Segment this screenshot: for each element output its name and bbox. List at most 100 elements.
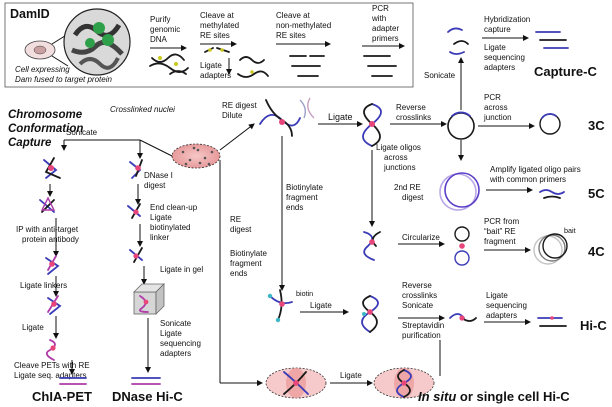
- re-digest-label: RE digest: [222, 101, 257, 110]
- chia-cleave-line2: Ligate seq. adapters: [14, 371, 87, 380]
- damid-step4-line1: PCR: [372, 4, 389, 13]
- dnase-gel: Ligate in gel: [160, 265, 203, 274]
- hic-biot-left-1: Biotinylate: [230, 249, 267, 258]
- hic-step-5: purification: [402, 331, 441, 340]
- damid-step3-line3: RE sites: [276, 31, 306, 40]
- hic-steps2-2: sequencing: [486, 301, 527, 310]
- hic-biot-left-3: ends: [230, 269, 247, 278]
- hic-label: Hi-C: [580, 318, 607, 333]
- damid-step1-line2: genomic: [150, 25, 180, 34]
- hic-ligate: Ligate: [310, 301, 332, 310]
- insitu-label: In situ or single cell Hi-C: [418, 389, 570, 404]
- sonicate2-label: Sonicate: [424, 71, 456, 80]
- hic-re-2: digest: [230, 225, 252, 234]
- insitu-nucleus-before: [265, 367, 327, 399]
- dnase-digest-line1: DNase I: [144, 171, 173, 180]
- c4-bait: bait: [564, 226, 576, 235]
- dnase-cleanup-line2: Ligate: [150, 213, 172, 222]
- ccc-title-1: Chromosome: [8, 109, 83, 121]
- dnase-sonicate-line3: sequencing: [160, 339, 201, 348]
- chia-pet-label: ChIA-PET: [32, 389, 92, 404]
- hic-steps2-1: Ligate: [486, 291, 508, 300]
- c5-label: 5C: [588, 186, 605, 201]
- damid-step3-line2: non-methylated: [276, 21, 331, 30]
- dnase-hic-label: DNase Hi-C: [112, 389, 183, 404]
- c3-step-1: PCR: [484, 93, 501, 102]
- chia-ip-line2: protein antibody: [22, 235, 79, 244]
- crosslinked-nuclei-icon: [171, 143, 221, 169]
- dnase-sonicate-line4: adapters: [160, 349, 191, 358]
- ccc-title-3: Capture: [8, 137, 52, 149]
- hic-biot-mid-3: ends: [286, 203, 303, 212]
- insitu-ligate: Ligate: [340, 371, 362, 380]
- c4-pcr-3: fragment: [484, 237, 516, 246]
- c4-label: 4C: [588, 244, 605, 259]
- c3-step-2: across: [484, 103, 508, 112]
- chia-cleave-line1: Cleave PETs with RE: [14, 361, 90, 370]
- hic-steps2-3: adapters: [486, 311, 517, 320]
- hic-biot-left-2: fragment: [230, 259, 262, 268]
- capture-c-label: Capture-C: [534, 64, 597, 79]
- dnase-digest-line2: digest: [144, 181, 166, 190]
- c4-re2-1: 2nd RE: [394, 183, 421, 192]
- c5-left-1: Ligate oligos: [376, 143, 421, 152]
- damid-step3-line1: Cleave at: [276, 11, 311, 20]
- chia-ip-line1: IP with anti-target: [16, 225, 79, 234]
- hic-biot-mid-1: Biotinylate: [286, 183, 323, 192]
- c5-left-2: across: [384, 153, 408, 162]
- damid-panel: [4, 2, 414, 88]
- reverse-line1: Reverse: [396, 103, 426, 112]
- damid-step4-line3: adapter: [372, 24, 399, 33]
- hic-step-2: crosslinks: [402, 291, 437, 300]
- hic-biot-mid-2: fragment: [286, 193, 318, 202]
- c4-re2-2: digest: [402, 193, 424, 202]
- damid-cell-caption-2: Dam fused to target protein: [15, 75, 112, 84]
- sonicate-label: Sonicate: [66, 128, 98, 137]
- reverse-line2: crosslinks: [396, 113, 431, 122]
- damid-step1-line1: Purify: [150, 15, 170, 24]
- c4-pcr-1: PCR from: [484, 217, 519, 226]
- circular-product-icon: [447, 112, 475, 140]
- dilute-label: Dilute: [222, 111, 243, 120]
- hic-step-3: Sonicate: [402, 301, 434, 310]
- dnase-cleanup-line1: End clean-up: [150, 203, 198, 212]
- damid-cell-caption-1: Cell expressing: [15, 65, 70, 74]
- chia-ligate: Ligate: [22, 323, 44, 332]
- capturec-step-3: Ligate: [484, 43, 506, 52]
- damid-step4-line2: with: [371, 14, 386, 23]
- damid-title: DamID: [10, 7, 50, 21]
- c3-step-3: junction: [483, 113, 512, 122]
- capturec-step-1: Hybridization: [484, 15, 530, 24]
- hic-step-1: Reverse: [402, 281, 432, 290]
- chia-linkers: Ligate linkers: [20, 281, 67, 290]
- hic-step-4: Streptavidin: [402, 321, 444, 330]
- insitu-nucleus-after: [373, 367, 435, 399]
- capturec-step-2: capture: [484, 25, 511, 34]
- damid-step2b-line1: Ligate: [200, 61, 222, 70]
- c5-right-2: with common primers: [489, 175, 566, 184]
- c5-right-1: Amplify ligated oligo pairs: [490, 165, 581, 174]
- dnase-sonicate-line1: Sonicate: [160, 319, 192, 328]
- c4-circularize: Circularize: [402, 233, 440, 242]
- capturec-step-4: sequencing: [484, 53, 525, 62]
- dnase-cleanup-line4: linker: [150, 233, 169, 242]
- capturec-step-5: adapters: [484, 63, 515, 72]
- c4-pcr-2: “bait” RE: [484, 227, 516, 236]
- dnase-sonicate-line2: Ligate: [160, 329, 182, 338]
- ligate-label: Ligate: [328, 112, 353, 122]
- hic-biotin: biotin: [296, 289, 313, 298]
- crosslinked-nuclei-label: Crosslinked nuclei: [110, 105, 175, 114]
- damid-step2-line1: Cleave at: [200, 11, 235, 20]
- damid-step4-line4: primers: [372, 34, 399, 43]
- c5-left-3: junctions: [383, 163, 416, 172]
- gel-cube-icon: [133, 283, 165, 315]
- damid-step2-line2: methylated: [200, 21, 239, 30]
- damid-step1-line3: DNA: [150, 35, 168, 44]
- damid-step2b-line2: adapters: [200, 71, 231, 80]
- damid-step2-line3: RE sites: [200, 31, 230, 40]
- ccc-title-2: Conformation: [8, 123, 83, 135]
- dnase-cleanup-line3: biotinylated: [150, 223, 190, 232]
- hic-re-1: RE: [230, 215, 241, 224]
